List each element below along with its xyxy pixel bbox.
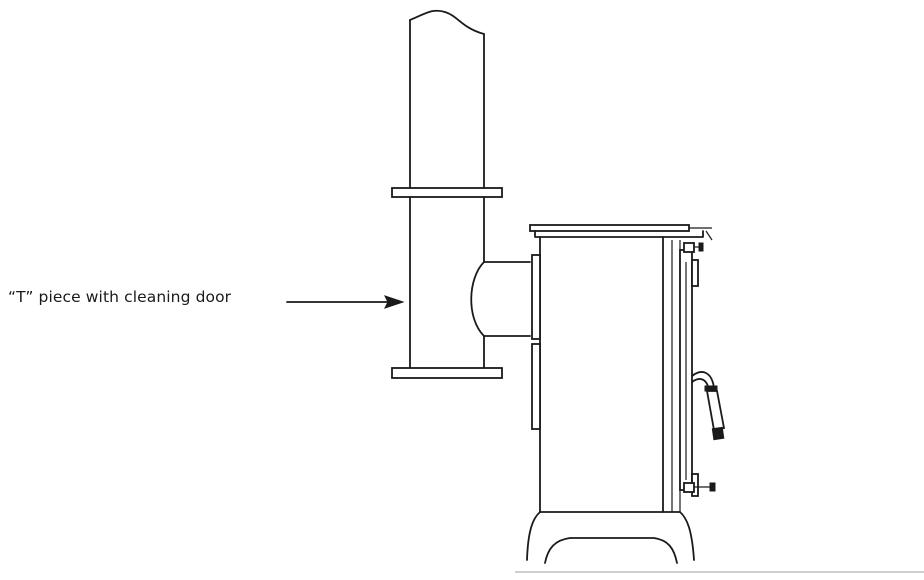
stove-top xyxy=(529,224,713,241)
top-air-knob xyxy=(683,242,704,253)
t-piece-branch xyxy=(470,261,531,337)
rear-panel-lower xyxy=(531,343,541,430)
lower-collar xyxy=(391,367,503,379)
t-piece-body xyxy=(409,196,485,369)
upper-collar xyxy=(391,187,503,198)
rear-panel-upper xyxy=(531,254,541,340)
stove-legs xyxy=(526,511,695,564)
callout-arrow xyxy=(286,295,405,309)
stove-body xyxy=(539,236,681,513)
flue-pipe-upper xyxy=(409,9,485,189)
bottom-air-knob xyxy=(683,482,716,493)
t-piece-callout-label: “T” piece with cleaning door xyxy=(8,288,232,306)
stove-door-frame xyxy=(679,249,699,497)
door-handle xyxy=(691,371,726,441)
